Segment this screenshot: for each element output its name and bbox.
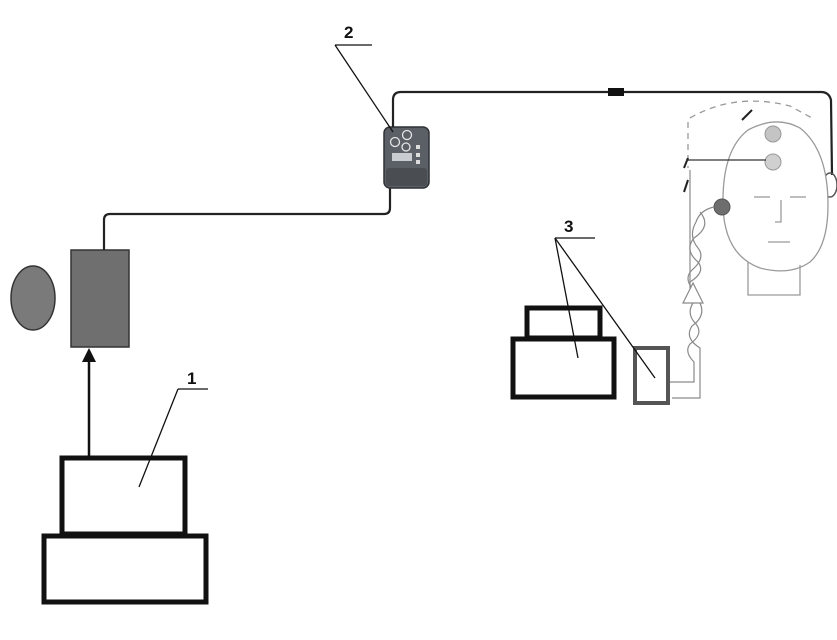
leader-2 <box>334 44 394 133</box>
cable-module-to-stimulator <box>102 188 392 250</box>
grey-module <box>70 249 130 348</box>
electrode-middle <box>764 153 782 171</box>
recording-leads <box>670 170 715 399</box>
ellipse-emitter <box>10 265 56 331</box>
unit-1-stacked-boxes <box>41 455 209 605</box>
unit-2-stimulator <box>383 126 430 189</box>
stimulator-display <box>392 153 412 161</box>
electrode-lower <box>713 198 731 216</box>
cable-connector <box>608 88 624 96</box>
signal-arrow <box>82 348 96 456</box>
unit-1-bottom-box <box>41 533 209 605</box>
electrode-top <box>764 125 782 143</box>
unit-3-recording-computer <box>510 305 617 400</box>
stimulator-knob-1 <box>389 136 401 148</box>
unit-3-bottom-box <box>510 336 617 400</box>
subject-head <box>687 100 829 296</box>
leader-3 <box>554 237 656 379</box>
label-2: 2 <box>344 23 353 42</box>
label-1: 1 <box>187 369 196 388</box>
amplifier-box <box>633 346 670 405</box>
leader-1 <box>138 388 208 488</box>
stimulator-knob-3 <box>401 142 411 152</box>
unit-1-top-box <box>59 455 188 537</box>
label-3: 3 <box>564 217 573 236</box>
unit-3-top-box <box>524 305 603 341</box>
stimulator-knob-2 <box>401 129 413 141</box>
